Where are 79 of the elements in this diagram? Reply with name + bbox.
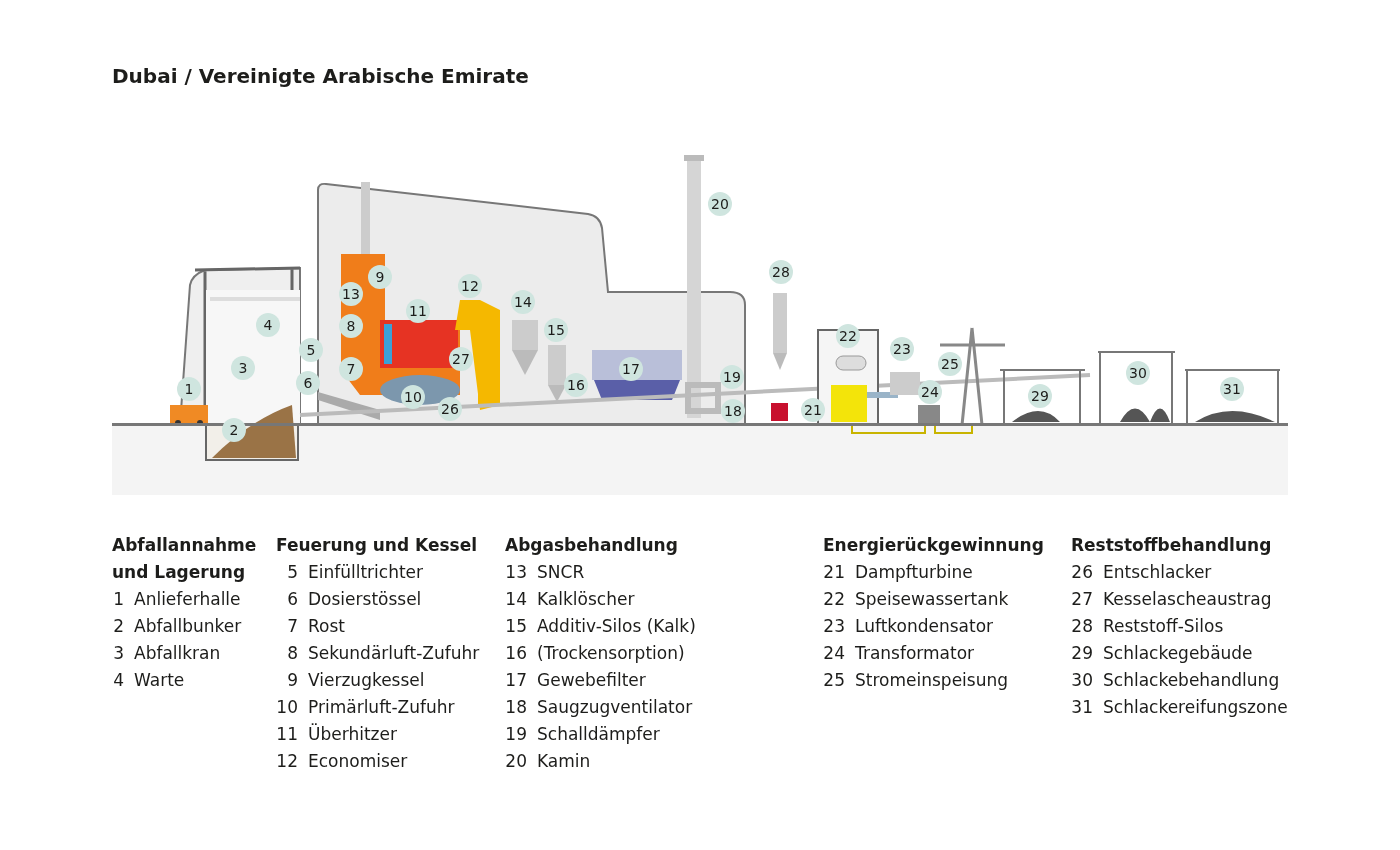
callout-number: 21 <box>801 398 825 422</box>
section-heading: Abfallannahme und Lagerung <box>112 534 258 584</box>
item-label: Additiv-Silos (Kalk) <box>537 615 696 638</box>
item-number: 23 <box>823 615 845 638</box>
item-label: Primärluft-Zufuhr <box>308 696 455 719</box>
section-heading: Abgasbehandlung <box>505 534 679 557</box>
item-label: Einfülltrichter <box>308 561 424 584</box>
callout-number: 29 <box>1028 384 1052 408</box>
item-label: Abfallkran <box>134 642 221 665</box>
item-number: 1 <box>112 588 124 611</box>
item-label: Schlackebehandlung <box>1103 669 1280 692</box>
item-number: 7 <box>286 615 298 638</box>
item-number: 14 <box>505 588 527 611</box>
callout-number: 1 <box>177 377 201 401</box>
callout-number: 28 <box>769 260 793 284</box>
item-number: 20 <box>505 750 527 773</box>
callout-number: 30 <box>1126 361 1150 385</box>
callout-number: 20 <box>708 192 732 216</box>
item-number: 19 <box>505 723 527 746</box>
section-heading: Feuerung und Kessel <box>276 534 479 557</box>
item-label: Luftkondensator <box>855 615 994 638</box>
item-label: Schlackegebäude <box>1103 642 1253 665</box>
item-label: Überhitzer <box>308 722 397 746</box>
item-number: 8 <box>286 642 298 665</box>
item-label: Entschlacker <box>1103 561 1212 584</box>
item-label: Transformator <box>855 642 975 665</box>
item-number: 25 <box>823 669 845 692</box>
item-label: Kamin <box>537 750 591 773</box>
item-label: Warte <box>134 669 185 692</box>
section-heading: Energierückgewinnung <box>823 534 1044 557</box>
item-label: (Trockensorption) <box>537 642 685 665</box>
item-label: SNCR <box>537 561 585 584</box>
item-number: 6 <box>286 588 298 611</box>
item-label: Kalklöscher <box>537 588 635 611</box>
item-number: 18 <box>505 696 527 719</box>
item-label: Speisewassertank <box>855 588 1009 611</box>
item-label: Schalldämpfer <box>537 723 660 746</box>
item-number: 3 <box>112 642 124 665</box>
item-label: Dosierstössel <box>308 588 422 611</box>
item-number: 9 <box>286 669 298 692</box>
item-label: Saugzugventilator <box>537 696 693 719</box>
item-number: 21 <box>823 561 845 584</box>
item-label: Anlieferhalle <box>134 588 241 611</box>
item-label: Rost <box>308 615 345 638</box>
item-number: 15 <box>505 615 527 638</box>
callout-number: 25 <box>938 352 962 376</box>
item-label: Abfallbunker <box>134 615 242 638</box>
callout-number: 22 <box>836 324 860 348</box>
item-number: 26 <box>1071 561 1093 584</box>
item-label: Kesselascheaustrag <box>1103 588 1272 611</box>
callout-number: 23 <box>890 337 914 361</box>
item-number: 31 <box>1071 696 1093 719</box>
item-number: 4 <box>112 669 124 692</box>
item-number: 30 <box>1071 669 1093 692</box>
item-number: 22 <box>823 588 845 611</box>
item-label: Schlackereifungszone <box>1103 696 1288 719</box>
item-label: Reststoff-Silos <box>1103 615 1224 638</box>
item-label: Vierzugkessel <box>308 669 425 692</box>
item-number: 24 <box>823 642 845 665</box>
item-label: Gewebefilter <box>537 669 646 692</box>
item-number: 12 <box>276 750 298 773</box>
callout-number: 31 <box>1220 377 1244 401</box>
item-label: Stromeinspeisung <box>855 669 1009 692</box>
item-number: 28 <box>1071 615 1093 638</box>
item-number: 27 <box>1071 588 1093 611</box>
callout-number: 24 <box>918 380 942 404</box>
item-number: 11 <box>276 723 298 746</box>
item-number: 10 <box>276 696 298 719</box>
item-label: Sekundärluft-Zufuhr <box>308 642 480 665</box>
title: Dubai / Vereinigte Arabische Emirate <box>112 64 529 88</box>
item-number: 2 <box>112 615 124 638</box>
item-number: 16 <box>505 642 527 665</box>
item-label: Economiser <box>308 750 408 773</box>
item-number: 5 <box>286 561 298 584</box>
item-label: Dampfturbine <box>855 561 973 584</box>
item-number: 17 <box>505 669 527 692</box>
item-number: 13 <box>505 561 527 584</box>
item-number: 29 <box>1071 642 1093 665</box>
section-heading: Reststoffbehandlung <box>1071 534 1273 557</box>
